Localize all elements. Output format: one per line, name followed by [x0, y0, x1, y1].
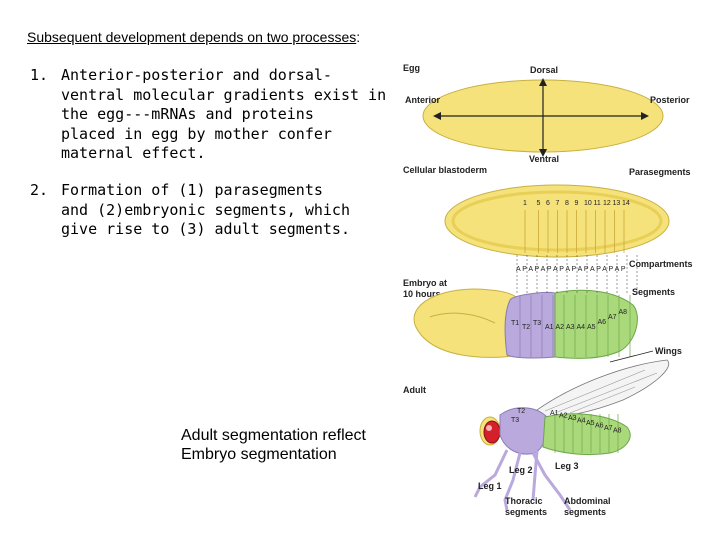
fly-leg-extra — [531, 450, 539, 501]
parasegment-stripes — [524, 210, 625, 253]
fly-leg-3 — [531, 452, 572, 511]
embryo-abdominal-label: A3 — [566, 324, 575, 331]
adult-segment-label: A1 — [550, 410, 559, 417]
fly-eye-icon — [483, 420, 501, 444]
label-leg-1: Leg 1 — [478, 481, 502, 491]
blastoderm-layer — [451, 190, 663, 252]
parasegment-number: 9 — [575, 200, 579, 207]
segment-guide-lines — [516, 255, 638, 293]
label-posterior: Posterior — [650, 95, 690, 105]
label-egg: Egg — [403, 63, 420, 73]
embryo-thorax — [504, 292, 556, 359]
embryo-thoracic-label: T1 — [511, 320, 519, 327]
label-abdominal-segments: segments — [564, 507, 606, 517]
label-dorsal: Dorsal — [530, 65, 558, 75]
label-embryo-time: 10 hours — [403, 289, 441, 299]
wing-veins — [544, 369, 658, 414]
list-item-text: Formation of (1) parasegments and (2)emb… — [61, 181, 350, 238]
adult-segment-label: T3 — [511, 417, 519, 424]
parasegment-number: 12 — [603, 200, 611, 207]
embryo-head — [413, 288, 521, 358]
adult-segment-label: A5 — [586, 420, 595, 427]
label-parasegments: Parasegments — [629, 167, 691, 177]
adult-segment-label: A8 — [613, 428, 622, 435]
parasegment-number: 1 — [523, 200, 527, 207]
adult-segment-label: A6 — [595, 423, 604, 430]
list-item-text: Anterior-posterior and dorsal- ventral m… — [61, 66, 387, 162]
adult-segment-label: T2 — [517, 408, 525, 415]
label-compartments: Compartments — [629, 259, 693, 269]
label-anterior: Anterior — [405, 95, 441, 105]
embryo-abdominal-label: A1 — [545, 324, 554, 331]
caption-text: Adult segmentation reflect Embryo segmen… — [181, 427, 366, 463]
embryo-abdominal-label: A5 — [587, 324, 596, 331]
slide-heading: Subsequent development depends on two pr… — [27, 29, 361, 45]
embryo-segment-lines — [519, 295, 631, 357]
list-item-number: 2. — [30, 181, 49, 199]
label-wings: Wings — [655, 346, 682, 356]
embryo-abdominal-label: A4 — [577, 324, 586, 331]
parasegment-number: 5 — [537, 200, 541, 207]
parasegment-number: 6 — [546, 200, 550, 207]
label-thoracic-segments: segments — [505, 507, 547, 517]
fly-leg-2 — [503, 452, 522, 511]
segmentation-figure: Egg Dorsal Anterior Posterior Ventral Ce… — [403, 63, 693, 517]
embryo-abdominal-label: A8 — [619, 309, 628, 316]
embryo-thoracic-label: T2 — [522, 324, 530, 331]
label-compartment-letters: A P A P A P A P A P A P A P A P A P — [516, 266, 626, 273]
fly-eye-highlight — [486, 425, 492, 431]
parasegment-number: 14 — [622, 200, 630, 207]
label-adult: Adult — [403, 385, 426, 395]
arrow-dorsal-icon — [539, 78, 547, 86]
fly-leg-1 — [473, 449, 509, 498]
label-leg-2: Leg 2 — [509, 465, 533, 475]
parasegment-number: 7 — [556, 200, 560, 207]
embryo-head-fold — [429, 312, 496, 324]
adult-segment-lines — [554, 414, 619, 453]
label-leg-3: Leg 3 — [555, 461, 579, 471]
label-ventral: Ventral — [529, 154, 559, 164]
adult-segment-label: A4 — [577, 418, 586, 425]
label-abdominal: Abdominal — [564, 496, 611, 506]
list-item-number: 1. — [30, 66, 49, 84]
parasegment-number: 11 — [594, 200, 601, 207]
embryo-abdominal-label: A7 — [608, 314, 617, 321]
adult-segment-label: A7 — [604, 425, 613, 432]
parasegment-number: 10 — [584, 200, 592, 207]
wings-pointer — [609, 350, 654, 363]
fly-abdomen — [542, 413, 631, 456]
embryo-thoracic-label: T3 — [533, 320, 541, 327]
parasegment-number: 8 — [565, 200, 569, 207]
embryo-abdominal-label: A6 — [598, 319, 607, 326]
embryo-abdominal-label: A2 — [556, 324, 565, 331]
arrow-anterior-icon — [433, 112, 441, 120]
arrow-ventral-icon — [539, 149, 547, 157]
embryo-abdomen — [554, 289, 638, 359]
arrow-posterior-icon — [641, 112, 649, 120]
blastoderm-shape — [444, 184, 670, 258]
label-embryo: Embryo at — [403, 278, 447, 288]
adult-segment-label: A3 — [568, 415, 577, 422]
parasegment-number: 13 — [613, 200, 621, 207]
label-thoracic: Thoracic — [505, 496, 543, 506]
list-item-2: 2. Formation of (1) parasegments and (2)… — [30, 181, 390, 241]
adult-segment-label: A2 — [559, 413, 568, 420]
label-segments: Segments — [632, 287, 675, 297]
list-item-1: 1. Anterior-posterior and dorsal- ventra… — [30, 66, 390, 166]
label-blastoderm: Cellular blastoderm — [403, 165, 487, 175]
